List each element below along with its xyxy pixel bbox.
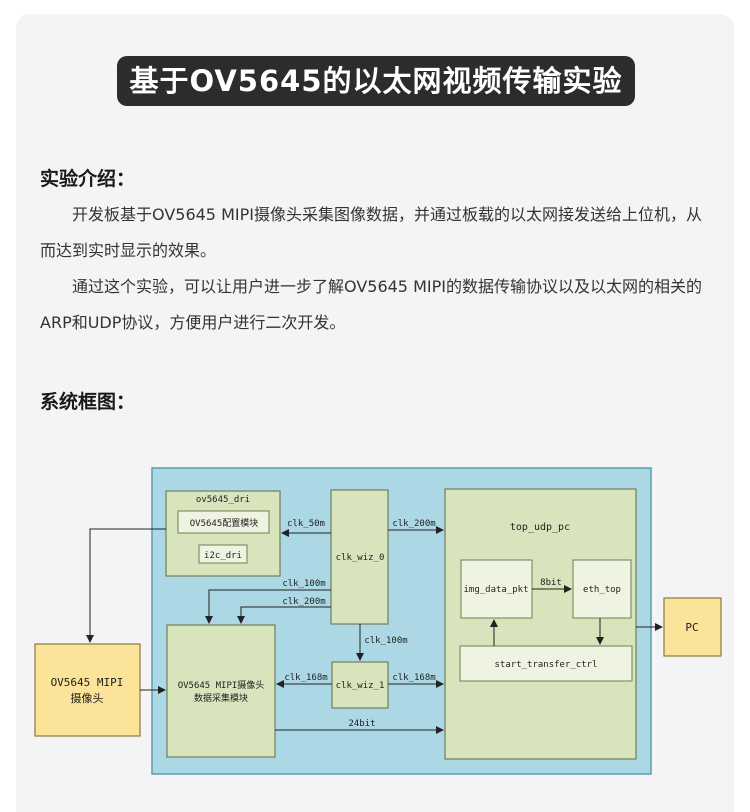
config-to-camera-wire bbox=[86, 528, 166, 643]
clk-wiz-1-block bbox=[331, 661, 389, 709]
clk-100m-capture-wire bbox=[205, 589, 331, 624]
intro-paragraph-1: 开发板基于OV5645 MIPI摄像头采集图像数据，并通过板载的以太网接发送给上… bbox=[40, 205, 702, 260]
clk-200m-top-label: clk_200m bbox=[392, 519, 435, 529]
eth-top-label: eth_top bbox=[583, 585, 621, 595]
config-module-block bbox=[177, 510, 270, 534]
i2c-dri-block bbox=[198, 544, 248, 564]
clk-50m-label: clk_50m bbox=[287, 519, 325, 529]
clk-wiz-0-label: clk_wiz_0 bbox=[336, 553, 385, 563]
capture-module-block bbox=[166, 624, 276, 758]
camera-label-line1: OV5645 MIPI bbox=[51, 676, 124, 689]
capture-module-label-line1: OV5645 MIPI摄像头 bbox=[178, 679, 265, 691]
ov5645-camera-block bbox=[34, 643, 141, 737]
system-block-diagram: ov5645_dri OV5645配置模块 i2c_dri clk_wiz_0 … bbox=[34, 467, 722, 775]
start-transfer-ctrl-label: start_transfer_ctrl bbox=[495, 660, 598, 670]
intro-heading: 实验介绍： bbox=[40, 168, 136, 190]
clk-168m-left-label: clk_168m bbox=[284, 673, 327, 683]
clk-100m-down-label: clk_100m bbox=[364, 636, 407, 646]
config-module-label: OV5645配置模块 bbox=[190, 517, 259, 529]
top-udp-pc-block bbox=[444, 488, 637, 760]
i2c-dri-label: i2c_dri bbox=[204, 551, 242, 561]
page-title: 基于OV5645的以太网视频传输实验 bbox=[117, 56, 635, 106]
clk-200m-capture-label: clk_200m bbox=[282, 597, 325, 607]
camera-label-line2: 摄像头 bbox=[71, 691, 104, 705]
clk-wiz-1-label: clk_wiz_1 bbox=[336, 681, 385, 691]
clk-168m-right-label: clk_168m bbox=[392, 673, 435, 683]
img-data-pkt-block bbox=[460, 559, 533, 619]
start-transfer-ctrl-block bbox=[459, 645, 633, 682]
data-24bit-label: 24bit bbox=[348, 719, 375, 729]
clk-200m-capture-wire bbox=[237, 606, 331, 624]
intro-paragraph-2: 通过这个实验，可以让用户进一步了解OV5645 MIPI的数据传输协议以及以太网… bbox=[40, 277, 702, 332]
ov5645-dri-label: ov5645_dri bbox=[196, 495, 250, 505]
clk-100m-capture-label: clk_100m bbox=[282, 579, 325, 589]
eth-top-block bbox=[572, 559, 632, 619]
pc-block bbox=[663, 597, 722, 657]
diagram-heading: 系统框图： bbox=[40, 391, 136, 413]
top-udp-pc-label: top_udp_pc bbox=[510, 522, 570, 533]
img-data-pkt-label: img_data_pkt bbox=[463, 585, 528, 595]
pc-label: PC bbox=[685, 621, 698, 634]
data-8bit-label: 8bit bbox=[540, 578, 562, 588]
capture-module-label-line2: 数据采集模块 bbox=[194, 692, 248, 704]
